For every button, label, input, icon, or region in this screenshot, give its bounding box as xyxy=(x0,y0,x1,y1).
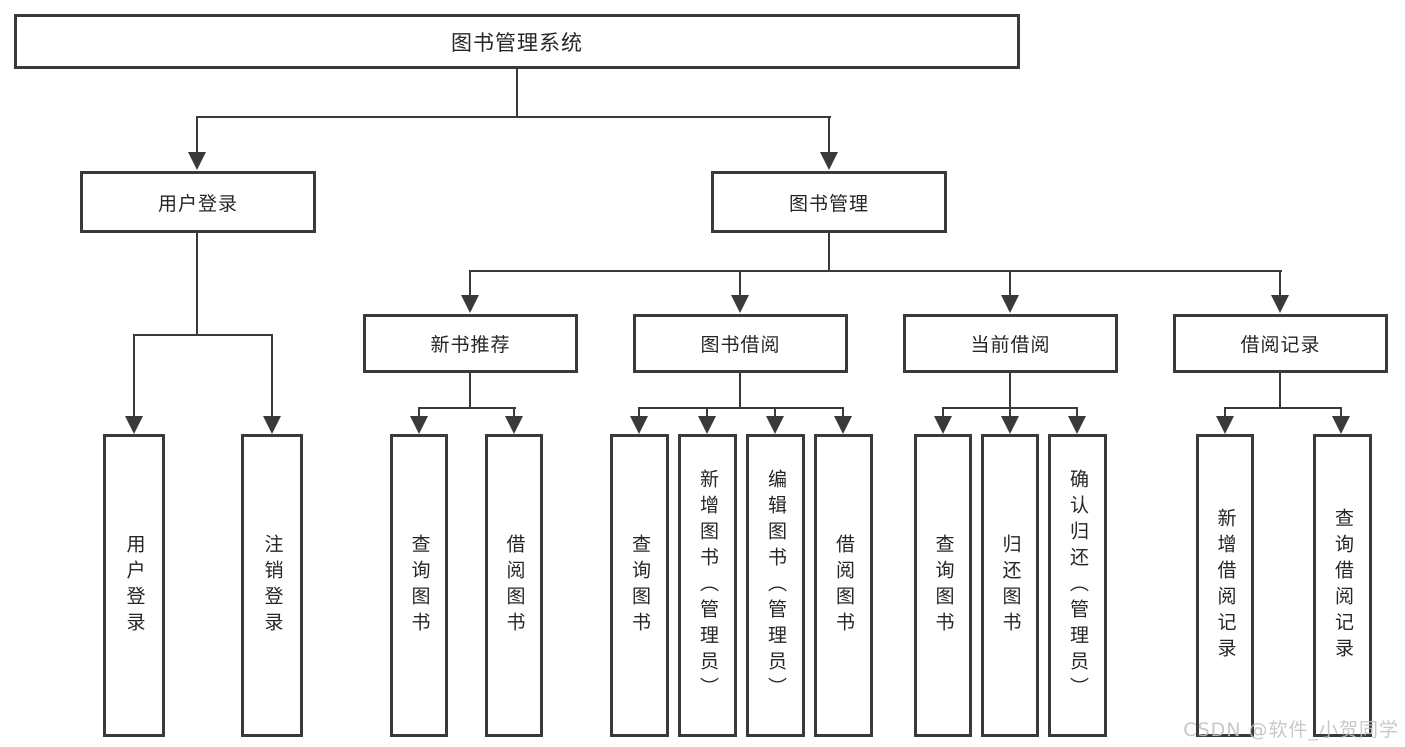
node-borrow-records: 借阅记录 xyxy=(1173,314,1388,373)
arrow-down-icon xyxy=(1001,295,1019,313)
arrow-down-icon xyxy=(630,416,648,434)
leaf-query-books-borrow: 查询图书 xyxy=(610,434,669,737)
leaf-borrow-books-recommend: 借阅图书 xyxy=(485,434,543,737)
leaf-query-borrow-record: 查询借阅记录 xyxy=(1313,434,1372,737)
arrow-down-icon xyxy=(766,416,784,434)
connector-line xyxy=(1009,407,1011,419)
arrow-down-icon xyxy=(505,416,523,434)
leaf-logout: 注销登录 xyxy=(241,434,303,737)
node-label: 新增借阅记录 xyxy=(1214,507,1237,664)
connector-line xyxy=(133,334,273,336)
connector-line xyxy=(942,407,944,419)
node-label: 归还图书 xyxy=(999,533,1022,638)
connector-line xyxy=(706,407,708,419)
connector-line xyxy=(842,407,844,419)
arrow-down-icon xyxy=(461,295,479,313)
node-library-management-system: 图书管理系统 xyxy=(14,14,1020,69)
arrow-down-icon xyxy=(1001,416,1019,434)
leaf-query-books-recommend: 查询图书 xyxy=(390,434,448,737)
arrow-down-icon xyxy=(410,416,428,434)
node-user-login-branch: 用户登录 xyxy=(80,171,316,233)
leaf-confirm-return-admin: 确认归还（管理员） xyxy=(1048,434,1107,737)
node-label: 用户登录 xyxy=(157,192,238,215)
leaf-return-books: 归还图书 xyxy=(981,434,1039,737)
connector-line xyxy=(469,373,471,409)
leaf-query-books-current: 查询图书 xyxy=(914,434,972,737)
node-label: 查询图书 xyxy=(932,533,955,638)
connector-line xyxy=(1279,270,1281,298)
arrow-down-icon xyxy=(820,152,838,170)
leaf-add-borrow-record: 新增借阅记录 xyxy=(1196,434,1254,737)
connector-line xyxy=(739,270,741,298)
node-label: 编辑图书（管理员） xyxy=(765,468,787,703)
arrow-down-icon xyxy=(1332,416,1350,434)
connector-line xyxy=(271,334,273,418)
leaf-edit-book-admin: 编辑图书（管理员） xyxy=(746,434,805,737)
connector-line xyxy=(1224,407,1342,409)
node-label: 新书推荐 xyxy=(430,334,511,356)
connector-line xyxy=(196,116,831,118)
node-label: 图书借阅 xyxy=(700,334,781,356)
node-label: 查询图书 xyxy=(629,533,651,638)
arrow-down-icon xyxy=(731,295,749,313)
connector-line xyxy=(133,334,135,418)
connector-line xyxy=(638,407,640,419)
node-label: 确认归还（管理员） xyxy=(1067,468,1089,703)
csdn-watermark: CSDN @软件_小贺同学 xyxy=(1183,719,1399,741)
connector-line xyxy=(418,407,420,419)
node-label: 查询借阅记录 xyxy=(1332,507,1354,664)
connector-line xyxy=(1076,407,1078,419)
leaf-borrow-books: 借阅图书 xyxy=(814,434,873,737)
node-book-management-branch: 图书管理 xyxy=(711,171,947,233)
arrow-down-icon xyxy=(188,152,206,170)
node-new-book-recommend: 新书推荐 xyxy=(363,314,578,373)
arrow-down-icon xyxy=(698,416,716,434)
connector-line xyxy=(516,69,518,117)
arrow-down-icon xyxy=(1216,416,1234,434)
leaf-add-book-admin: 新增图书（管理员） xyxy=(678,434,737,737)
arrow-down-icon xyxy=(934,416,952,434)
connector-line xyxy=(418,407,516,409)
connector-line xyxy=(1279,373,1281,409)
node-label: 当前借阅 xyxy=(970,334,1051,356)
connector-line xyxy=(828,116,830,154)
node-label: 借阅记录 xyxy=(1240,334,1321,356)
node-label: 图书管理系统 xyxy=(451,30,583,55)
node-label: 新增图书（管理员） xyxy=(697,468,719,703)
node-label: 借阅图书 xyxy=(503,533,526,638)
connector-line xyxy=(828,233,830,272)
arrow-down-icon xyxy=(1068,416,1086,434)
connector-line xyxy=(1340,407,1342,419)
node-label: 用户登录 xyxy=(123,533,146,638)
leaf-user-login: 用户登录 xyxy=(103,434,165,737)
arrow-down-icon xyxy=(263,416,281,434)
node-label: 借阅图书 xyxy=(833,533,855,638)
connector-line xyxy=(739,373,741,409)
connector-line xyxy=(638,407,844,409)
arrow-down-icon xyxy=(834,416,852,434)
node-label: 图书管理 xyxy=(788,192,869,215)
node-label: 查询图书 xyxy=(408,533,431,638)
connector-line xyxy=(774,407,776,419)
connector-line xyxy=(469,270,471,298)
node-current-borrow: 当前借阅 xyxy=(903,314,1118,373)
connector-line xyxy=(1224,407,1226,419)
connector-line xyxy=(1009,373,1011,409)
node-label: 注销登录 xyxy=(261,533,284,638)
arrow-down-icon xyxy=(1271,295,1289,313)
connector-line xyxy=(196,116,198,154)
node-book-borrow: 图书借阅 xyxy=(633,314,848,373)
connector-line xyxy=(469,270,1282,272)
connector-line xyxy=(1009,270,1011,298)
connector-line xyxy=(513,407,515,419)
connector-line xyxy=(196,233,198,336)
arrow-down-icon xyxy=(125,416,143,434)
